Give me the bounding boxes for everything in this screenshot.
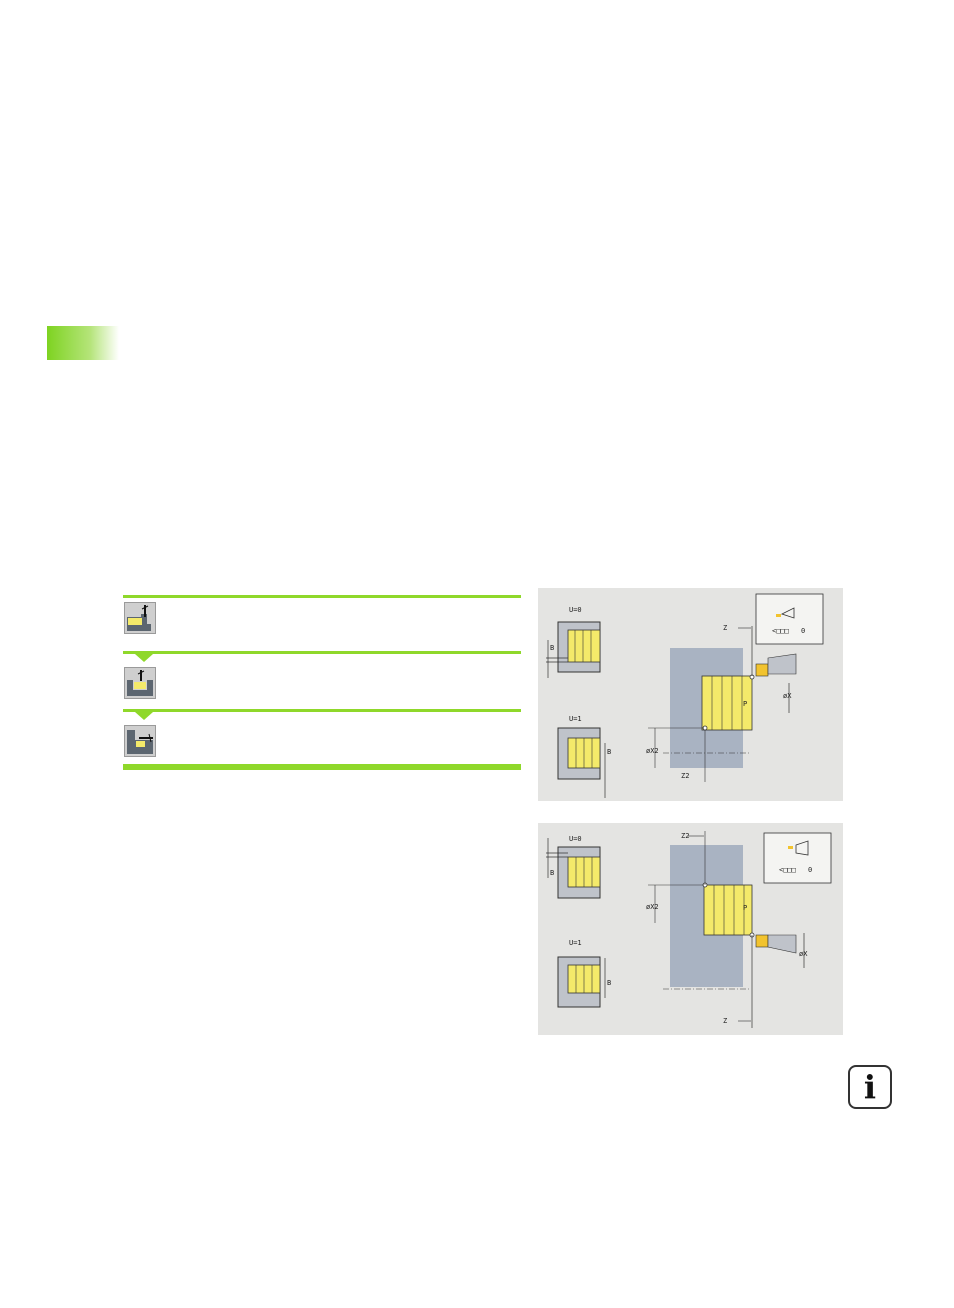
b-label: B (607, 979, 611, 987)
inset-value: 0 (808, 866, 812, 874)
x-label: øX (799, 950, 808, 958)
menu-top-rule (123, 595, 521, 598)
u1-label: U=1 (569, 715, 582, 723)
inset-value: 0 (801, 627, 805, 635)
svg-text:<□□□: <□□□ (772, 627, 789, 635)
axial-recessing-icon[interactable] (124, 667, 156, 699)
svg-text:<□□□: <□□□ (779, 866, 796, 874)
u1-label: U=1 (569, 939, 582, 947)
menu-bottom-rule (123, 764, 521, 770)
x2-label: øX2 (646, 747, 659, 755)
u0-label: U=0 (569, 606, 582, 614)
p-label: P (743, 700, 747, 708)
z-label: Z (723, 624, 727, 632)
menu-divider (123, 651, 521, 654)
x2-label: øX2 (646, 903, 659, 911)
undercut-recessing-icon[interactable] (124, 725, 156, 757)
info-icon: i (848, 1065, 892, 1109)
menu-item-undercut[interactable] (123, 723, 521, 759)
z2-label: Z2 (681, 772, 689, 780)
menu-divider (123, 709, 521, 712)
down-arrow-icon (135, 712, 153, 720)
x-label: øX (783, 692, 792, 700)
cycle-menu (123, 595, 521, 771)
p-label: P (743, 904, 747, 912)
menu-item-radial[interactable] (123, 600, 521, 636)
recessing-diagram-top: U=0 B U=1 B Z øX (538, 588, 843, 801)
chapter-tab-marker (47, 326, 119, 360)
b-label: B (550, 644, 554, 652)
recessing-diagram-bottom: U=0 B U=1 B Z2 (538, 823, 843, 1035)
down-arrow-icon (135, 654, 153, 662)
b-label: B (550, 869, 554, 877)
z-label: Z (723, 1017, 727, 1025)
b-label: B (607, 748, 611, 756)
radial-recessing-icon[interactable] (124, 602, 156, 634)
menu-item-axial[interactable] (123, 665, 521, 701)
u0-label: U=0 (569, 835, 582, 843)
z2-label: Z2 (681, 832, 689, 840)
